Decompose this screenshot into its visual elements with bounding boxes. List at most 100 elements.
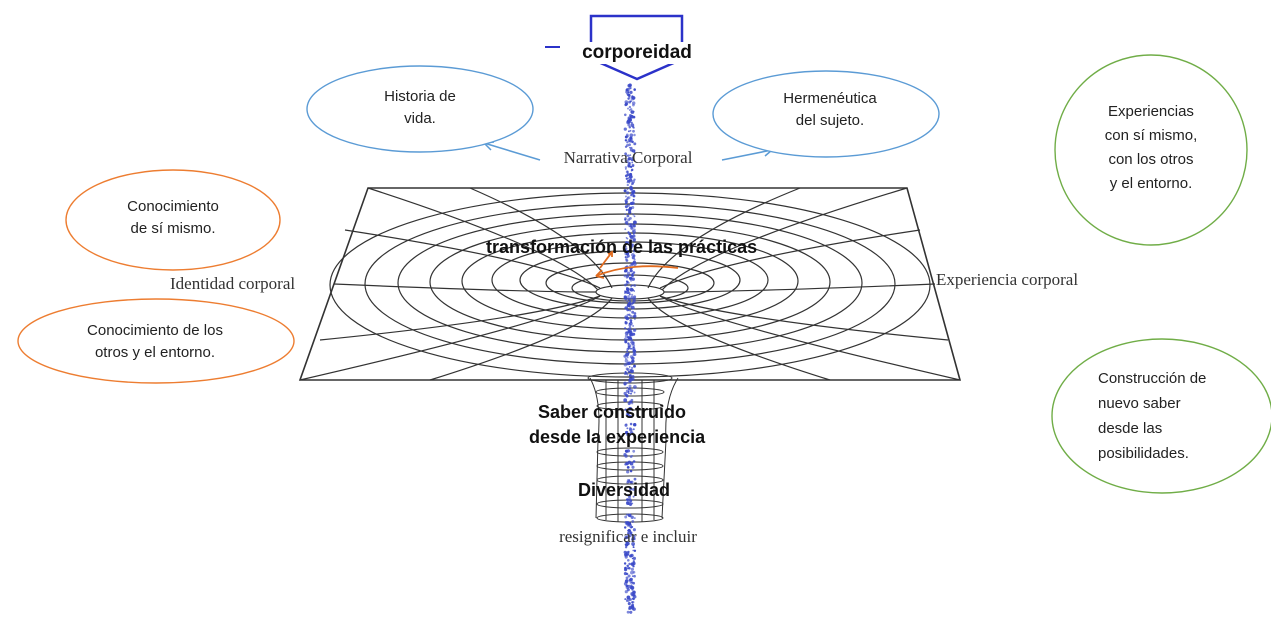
axis-dot	[624, 166, 628, 169]
axis-dot	[625, 259, 629, 262]
axis-dot	[624, 454, 628, 458]
axis-dot	[633, 142, 637, 146]
axis-dot	[624, 292, 626, 294]
axis-dot	[626, 214, 630, 218]
axis-dot	[630, 515, 634, 519]
axis-dot	[632, 332, 636, 336]
diversity-label: Diversidad	[578, 480, 671, 500]
bubble-line: y el entorno.	[1109, 175, 1193, 192]
axis-dot	[631, 149, 634, 153]
axis-dot	[626, 188, 629, 191]
bubble-construccion-text: Construcción de nuevo saber desde las po…	[1084, 366, 1254, 466]
orange-arrow	[607, 250, 613, 257]
axis-dot	[630, 480, 634, 484]
axis-dot	[628, 366, 631, 368]
axis-dot	[627, 107, 629, 110]
axis-dot	[626, 255, 629, 258]
axis-dot	[627, 281, 630, 285]
axis-dot	[625, 154, 628, 157]
bubble-line: posibilidades.	[1098, 445, 1189, 462]
axis-dot	[631, 374, 635, 378]
axis-dot	[628, 243, 631, 245]
knowledge-label-line1: Saber construido	[538, 402, 687, 422]
bubble-line: Experiencias	[1108, 103, 1194, 120]
axis-dot	[625, 208, 628, 212]
axis-dot	[623, 526, 627, 529]
surface-radial	[647, 297, 831, 381]
axis-dot	[625, 600, 628, 602]
axis-dot	[632, 349, 637, 354]
axis-dot	[628, 100, 632, 104]
axis-dot	[623, 337, 627, 341]
orange-arrow	[599, 251, 613, 269]
axis-dot	[624, 339, 627, 342]
axis-dot	[627, 154, 630, 157]
axis-dot	[631, 520, 635, 523]
axis-dot	[630, 341, 632, 344]
axis-dot	[626, 120, 630, 125]
axis-dot	[632, 341, 635, 344]
bubble-experiencias	[1054, 54, 1248, 246]
axis-dot	[627, 138, 632, 142]
axis-dot	[626, 588, 630, 592]
bubble-experiencias-text: Experiencias con sí mismo, con los otros…	[1076, 100, 1226, 196]
bubble-conocimiento-otros-text: Conocimiento de los otros y el entorno.	[50, 320, 260, 364]
axis-dot	[628, 434, 630, 436]
axis-dot	[633, 133, 636, 137]
axis-dot	[625, 195, 627, 198]
axis-dot	[632, 607, 636, 611]
axis-dot	[631, 502, 634, 505]
axis-dot	[627, 559, 630, 562]
axis-dot	[627, 123, 631, 127]
axis-label-left: Identidad corporal	[170, 274, 296, 293]
axis-dot	[626, 271, 631, 275]
axis-dot	[630, 347, 632, 350]
axis-dot	[628, 406, 633, 411]
axis-dot	[627, 330, 631, 334]
axis-dot	[624, 408, 627, 411]
axis-dot	[626, 373, 629, 376]
axis-dot	[632, 528, 636, 532]
axis-dot	[624, 296, 628, 301]
bubble-conocimiento-otros	[17, 298, 295, 384]
axis-dot	[628, 384, 632, 388]
axis-dot	[626, 350, 629, 353]
axis-dot	[631, 256, 635, 260]
axis-dot	[624, 152, 627, 156]
dotted-axis	[623, 83, 637, 614]
axis-dot	[631, 301, 635, 305]
axis-dot	[625, 168, 627, 170]
axis-dot	[631, 163, 635, 167]
bubble-conocimiento-si	[65, 169, 281, 271]
axis-dot	[633, 312, 637, 315]
axis-dot	[632, 581, 636, 585]
axis-dot	[625, 501, 630, 506]
axis-dot	[632, 224, 636, 228]
axis-dot	[633, 250, 636, 253]
axis-dot	[624, 543, 629, 547]
axis-dot	[627, 565, 630, 568]
axis-dot	[627, 550, 630, 554]
axis-dot	[624, 555, 627, 557]
axis-dot	[627, 97, 630, 100]
axis-dot	[633, 215, 636, 218]
axis-dot	[624, 598, 627, 601]
bubble-hermeneutica-text: Hermenéutica del sujeto.	[740, 88, 920, 132]
axis-dot	[631, 274, 634, 277]
axis-dot	[626, 584, 629, 587]
axis-dot	[623, 372, 627, 375]
axis-dot	[625, 280, 628, 283]
axis-dot	[632, 262, 637, 266]
axis-dot	[629, 154, 632, 157]
warped-grid-surface	[298, 187, 962, 381]
axis-dot	[632, 449, 636, 453]
axis-dot	[632, 298, 635, 300]
axis-dot	[632, 328, 637, 332]
axis-label-right: Experiencia corporal	[936, 270, 1079, 289]
axis-dot	[625, 572, 629, 576]
axis-dot	[633, 88, 636, 91]
axis-dot	[631, 575, 634, 577]
axis-dot	[628, 387, 632, 391]
axis-dot	[630, 305, 635, 310]
axis-dot	[633, 391, 636, 394]
